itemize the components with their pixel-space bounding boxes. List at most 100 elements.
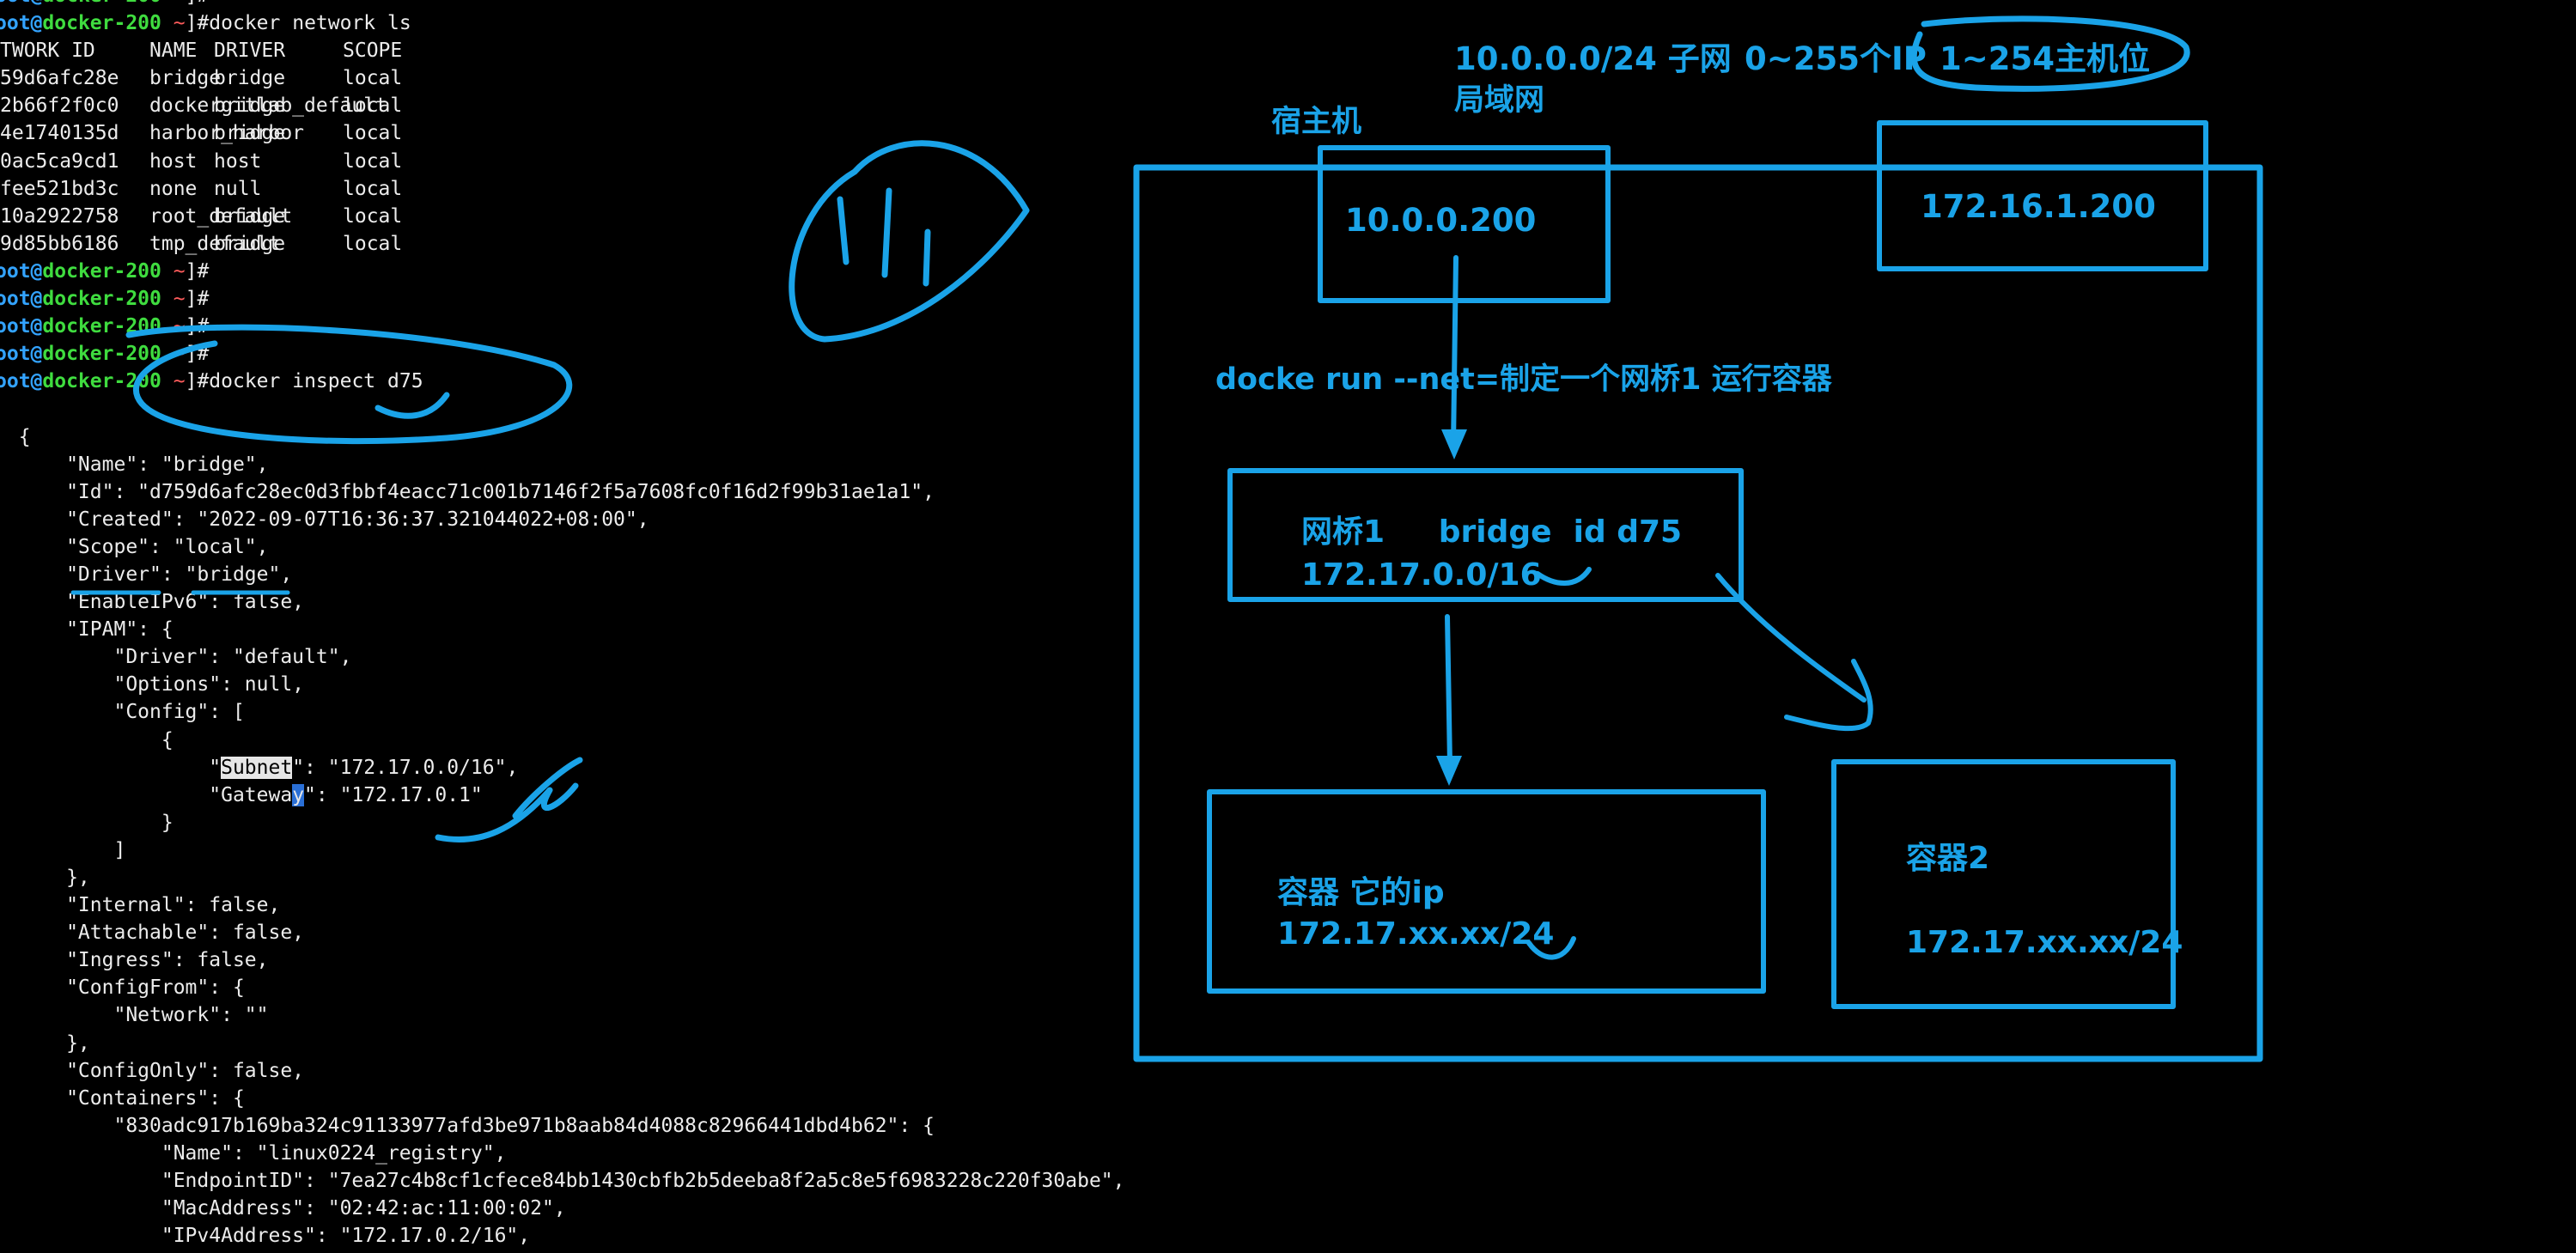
- json-line: "EnableIPv6": false,: [0, 591, 305, 614]
- json-line: }: [0, 811, 174, 834]
- table-cell: harbor_harbor: [149, 122, 305, 145]
- table-cell: tmp_default: [149, 232, 281, 255]
- json-line: "Attachable": false,: [0, 922, 305, 945]
- run-note: docke run --net=制定一个网桥1 运行容器: [1215, 362, 1832, 397]
- other-host-box: [1877, 120, 2208, 271]
- table-cell: DRIVER: [214, 40, 286, 63]
- table-cell: bridge: [149, 67, 222, 90]
- prompt-line-command: oot@docker-200 ~]#docker network ls: [0, 12, 411, 35]
- table-cell: 59d6afc28e: [0, 67, 119, 90]
- table-cell: bridge: [214, 122, 286, 145]
- json-line: "IPAM": {: [0, 618, 174, 642]
- command-text: docker inspect d75: [209, 370, 423, 393]
- command-text: docker network ls: [209, 12, 411, 35]
- json-line-gateway: "Gateway": "172.17.0.1": [0, 783, 483, 806]
- scribble-ellipse-hostbits: [1910, 15, 2190, 92]
- json-line: "Ingress": false,: [0, 949, 269, 972]
- arrow-host-to-bridge: [1451, 255, 1459, 449]
- json-line: "EndpointID": "7ea27c4b8cf1cfece84bb1430…: [0, 1170, 1125, 1193]
- prompt-line: oot@docker-200 ~]#: [0, 288, 210, 311]
- json-line: "IPv4Address": "172.17.0.2/16",: [0, 1225, 531, 1248]
- table-cell: NAME: [149, 40, 198, 63]
- arrow-bridge-to-container: [1445, 614, 1452, 767]
- json-line: "Scope": "local",: [0, 535, 269, 558]
- table-cell: TWORK ID: [0, 40, 95, 63]
- json-line: },: [0, 867, 90, 889]
- table-cell: bridge: [214, 204, 286, 228]
- json-line: "830adc917b169ba324c91133977afd3be971b8a…: [0, 1114, 935, 1137]
- table-cell: host: [149, 149, 198, 173]
- selected-text: Subnet: [221, 756, 293, 779]
- table-row: fee521bd3c none null local: [0, 175, 1146, 203]
- arrow-head: [1436, 756, 1462, 786]
- table-cell: dockergitlab_default: [149, 94, 387, 118]
- table-cell: 0ac5ca9cd1: [0, 149, 119, 173]
- table-cell: 10a2922758: [0, 204, 119, 228]
- table-cell: none: [149, 177, 198, 200]
- host-label: 宿主机: [1271, 105, 1362, 139]
- scribble-underline: [1535, 567, 1592, 586]
- bridge-box: [1227, 468, 1744, 602]
- table-cell: local: [343, 204, 403, 228]
- text-cursor: y: [292, 783, 305, 806]
- prompt-line: oot@docker-200 ~]#: [0, 0, 1146, 9]
- lan-outer-box: [1133, 164, 2263, 1062]
- inspect-json-block: { "Name": "bridge", "Id": "d759d6afc28ec…: [0, 423, 1151, 754]
- host-ip: 10.0.0.200: [1345, 202, 1537, 239]
- container2-label: 容器2: [1906, 841, 1990, 876]
- blank-line: [0, 395, 1146, 423]
- table-cell: SCOPE: [343, 40, 403, 63]
- table-cell: null: [214, 177, 262, 200]
- json-line: "Options": null,: [0, 673, 305, 696]
- container1-label: 容器 它的ip: [1277, 875, 1445, 910]
- container2-ip: 172.17.xx.xx/24: [1906, 925, 2183, 960]
- host-box: [1318, 145, 1611, 303]
- json-line: "Id": "d759d6afc28ec0d3fbbf4eacc71c001b7…: [0, 480, 935, 503]
- json-line: "Name": "bridge",: [0, 453, 269, 476]
- table-cell: local: [343, 149, 403, 173]
- json-line: "Internal": false,: [0, 894, 281, 917]
- container1-ip: 172.17.xx.xx/24: [1277, 916, 1555, 952]
- bridge-subnet: 172.17.0.0/16: [1301, 557, 1542, 593]
- table-cell: 2b66f2f0c0: [0, 94, 119, 118]
- network-table: TWORK ID NAME DRIVER SCOPE 59d6afc28e bridge b…: [0, 37, 1151, 258]
- table-cell: bridge: [214, 232, 286, 255]
- json-line: "Created": "2022-09-07T16:36:37.32104402…: [0, 508, 649, 531]
- table-cell: local: [343, 67, 403, 90]
- table-cell: local: [343, 177, 403, 200]
- terminal-output: oot@docker-200 ~]# oot@docker-200 ~]#doc…: [0, 0, 1151, 1253]
- table-cell: root_default: [149, 204, 293, 228]
- json-line: "Name": "linux0224_registry",: [0, 1141, 507, 1165]
- json-line: "Driver": "bridge",: [0, 563, 293, 586]
- table-cell: bridge: [214, 94, 286, 118]
- table-header: TWORK ID NAME DRIVER SCOPE: [0, 37, 1146, 64]
- container1-box: [1207, 789, 1766, 994]
- json-line: {: [18, 425, 31, 448]
- bridge-name: 网桥1 bridge id d75: [1301, 514, 1683, 550]
- subnet-note: 10.0.0.0/24 子网: [1454, 40, 1732, 77]
- table-cell: local: [343, 232, 403, 255]
- json-line: "Driver": "default",: [0, 646, 352, 669]
- table-cell: local: [343, 122, 403, 145]
- json-line: "Network": "": [0, 1004, 269, 1027]
- json-line: "ConfigOnly": false,: [0, 1059, 305, 1082]
- lan-label: 局域网: [1454, 83, 1545, 118]
- table-cell: 9d85bb6186: [0, 232, 119, 255]
- prompt-line: oot@docker-200 ~]#: [0, 315, 210, 338]
- arrow-head: [1441, 429, 1467, 459]
- inspect-json-block: } ] }, "Internal": false, "Attachable": …: [0, 809, 1151, 1250]
- scribble-underline: [1526, 936, 1576, 960]
- json-line: },: [0, 1031, 90, 1055]
- table-cell: fee521bd3c: [0, 177, 119, 200]
- json-line: ]: [0, 838, 126, 861]
- prompt-line-command: oot@docker-200 ~]#docker inspect d75: [0, 370, 423, 393]
- host-bits-note: 1~254主机位: [1940, 40, 2150, 77]
- json-line: "Containers": {: [0, 1086, 245, 1110]
- table-cell: local: [343, 94, 403, 118]
